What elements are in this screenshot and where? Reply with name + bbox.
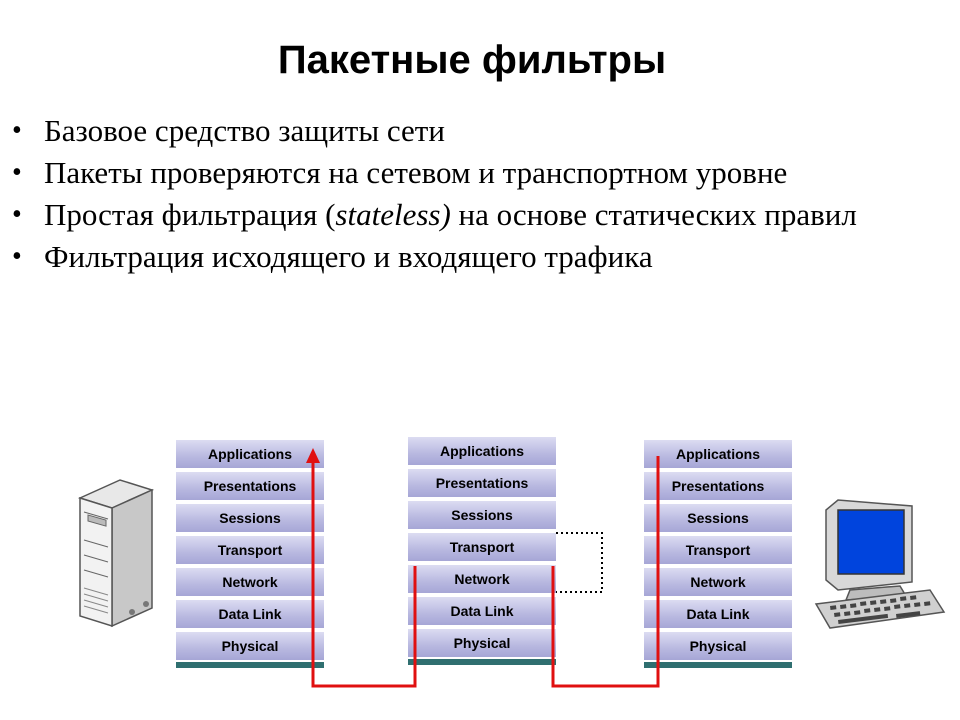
bullet-item: • Простая фильтрация (stateless) на осно… <box>12 196 932 234</box>
layer-sessions: Sessions <box>644 504 792 532</box>
layer-presentations: Presentations <box>176 472 324 500</box>
layer-transport: Transport <box>408 533 556 561</box>
layer-applications: Applications <box>644 440 792 468</box>
bullet-marker: • <box>12 199 22 230</box>
osi-stack-filter: Applications Presentations Sessions Tran… <box>408 437 556 665</box>
layer-physical: Physical <box>644 632 792 660</box>
layer-data-link: Data Link <box>644 600 792 628</box>
bullet-text: Базовое средство защиты сети <box>44 113 445 148</box>
bullet-text: Пакеты проверяются на сетевом и транспор… <box>44 155 788 190</box>
osi-stack-right: Applications Presentations Sessions Tran… <box>644 440 792 668</box>
bullet-marker: • <box>12 241 22 272</box>
stack-base <box>644 662 792 668</box>
server-icon <box>77 479 155 628</box>
layer-sessions: Sessions <box>176 504 324 532</box>
bullet-text-after: на основе статических правил <box>450 197 857 232</box>
stack-base <box>408 659 556 665</box>
layer-transport: Transport <box>644 536 792 564</box>
bullet-marker: • <box>12 157 22 188</box>
layer-physical: Physical <box>408 629 556 657</box>
osi-stack-left: Applications Presentations Sessions Tran… <box>176 440 324 668</box>
layer-transport: Transport <box>176 536 324 564</box>
traffic-flow-arrow <box>311 456 660 688</box>
bullet-list: • Базовое средство защиты сети • Пакеты … <box>12 112 932 280</box>
layer-sessions: Sessions <box>408 501 556 529</box>
layer-network: Network <box>176 568 324 596</box>
slide-title: Пакетные фильтры <box>277 38 667 82</box>
layer-data-link: Data Link <box>176 600 324 628</box>
filter-bracket <box>556 532 603 593</box>
workstation-icon <box>814 499 946 629</box>
bullet-text-before: Простая фильтрация ( <box>44 197 336 232</box>
layer-applications: Applications <box>176 440 324 468</box>
layer-network: Network <box>408 565 556 593</box>
stack-base <box>176 662 324 668</box>
layer-data-link: Data Link <box>408 597 556 625</box>
bullet-item: • Фильтрация исходящего и входящего траф… <box>12 238 932 276</box>
layer-network: Network <box>644 568 792 596</box>
layer-presentations: Presentations <box>408 469 556 497</box>
layer-applications: Applications <box>408 437 556 465</box>
bullet-text-italic: stateless) <box>335 197 451 232</box>
layer-presentations: Presentations <box>644 472 792 500</box>
bullet-item: • Пакеты проверяются на сетевом и трансп… <box>12 154 932 192</box>
arrowhead-up-left <box>306 448 320 463</box>
bullet-text: Фильтрация исходящего и входящего трафик… <box>44 239 653 274</box>
bullet-item: • Базовое средство защиты сети <box>12 112 932 150</box>
bullet-marker: • <box>12 115 22 146</box>
layer-physical: Physical <box>176 632 324 660</box>
